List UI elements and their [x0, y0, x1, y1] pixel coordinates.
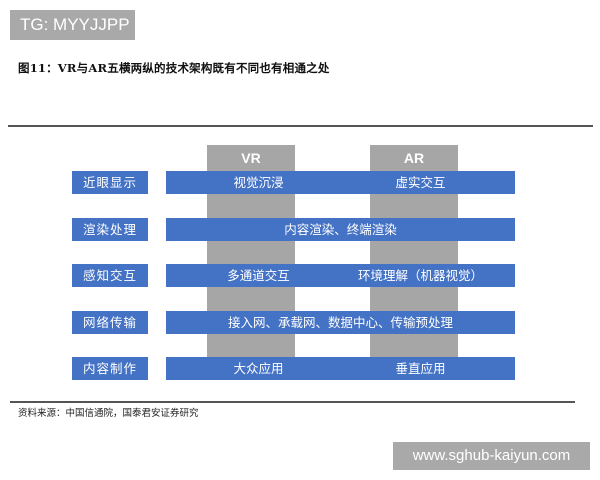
row-label-display: 近眼显示 [72, 171, 148, 194]
vr-cell: 多通道交互 [227, 268, 290, 283]
figure-title: 图11：VR与AR五横两纵的技术架构既有不同也有相通之处 [18, 61, 330, 75]
row-label-rendering: 渲染处理 [72, 218, 148, 241]
bottom-divider [10, 401, 575, 403]
row-label-network: 网络传输 [72, 311, 148, 334]
ar-cell: 虚实交互 [395, 175, 446, 190]
row-bar-rendering: 内容渲染、终端渲染 [166, 218, 515, 241]
source-note: 资料来源：中国信通院，国泰君安证券研究 [18, 408, 199, 419]
row-label-content: 内容制作 [72, 357, 148, 380]
ar-column-header: AR [403, 150, 425, 166]
watermark-top: TG: MYYJJPP [10, 10, 135, 40]
top-divider [8, 125, 593, 127]
vr-column-header: VR [241, 150, 261, 166]
shared-cell: 内容渲染、终端渲染 [284, 222, 397, 237]
row-bar-display: 视觉沉浸 虚实交互 [166, 171, 515, 194]
ar-cell: 环境理解（机器视觉） [357, 268, 483, 283]
vr-cell: 视觉沉浸 [233, 175, 284, 190]
row-label-interaction: 感知交互 [72, 264, 148, 287]
row-bar-interaction: 多通道交互 环境理解（机器视觉） [166, 264, 515, 287]
shared-cell: 接入网、承载网、数据中心、传输预处理 [227, 315, 453, 330]
row-bar-content: 大众应用 垂直应用 [166, 357, 515, 380]
ar-cell: 垂直应用 [395, 361, 446, 376]
watermark-bottom: www.sghub-kaiyun.com [393, 442, 590, 470]
vr-cell: 大众应用 [233, 361, 284, 376]
row-bar-network: 接入网、承载网、数据中心、传输预处理 [166, 311, 515, 334]
